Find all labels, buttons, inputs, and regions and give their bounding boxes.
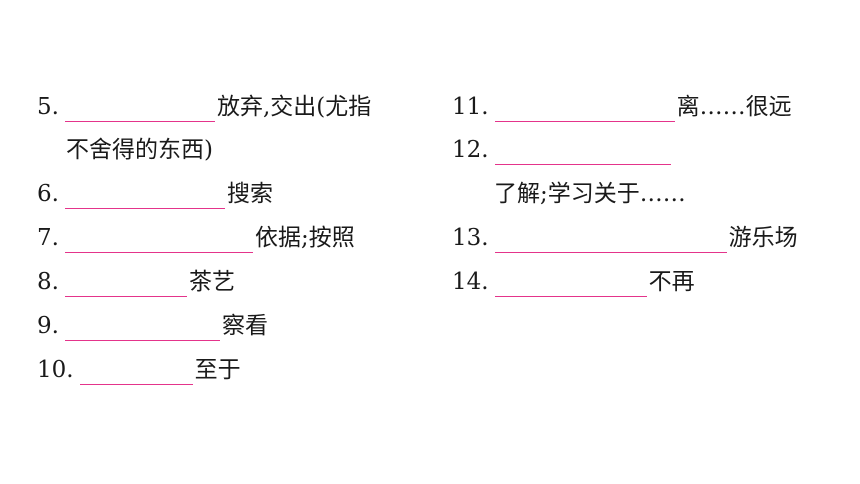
item-11: 11. 离……很远 — [452, 92, 792, 122]
item-meaning: 放弃,交出(尤指 — [216, 94, 372, 120]
answer-blank[interactable] — [494, 138, 671, 165]
item-number: 14. — [452, 269, 489, 295]
item-number: 5. — [37, 94, 59, 120]
item-meaning: 茶艺 — [188, 269, 235, 295]
item-number: 6. — [37, 181, 59, 207]
item-meaning: 至于 — [194, 357, 241, 383]
item-number: 11. — [452, 94, 489, 120]
item-6: 6. 搜索 — [37, 179, 273, 209]
item-9: 9. 察看 — [37, 311, 268, 341]
item-meaning: 游乐场 — [728, 225, 798, 251]
item-number: 9. — [37, 313, 59, 339]
item-number: 12. — [452, 137, 489, 163]
item-meaning: 依据;按照 — [254, 225, 355, 251]
answer-blank[interactable] — [64, 314, 220, 341]
answer-blank[interactable] — [494, 95, 675, 122]
item-10: 10. 至于 — [37, 355, 241, 385]
answer-blank[interactable] — [64, 95, 215, 122]
answer-blank[interactable] — [64, 182, 225, 209]
item-5-continued: 不舍得的东西) — [66, 135, 213, 165]
answer-blank[interactable] — [494, 270, 647, 297]
item-8: 8. 茶艺 — [37, 267, 235, 297]
item-14: 14. 不再 — [452, 267, 695, 297]
answer-blank[interactable] — [79, 358, 193, 385]
item-12-continued: 了解;学习关于…… — [494, 179, 686, 209]
item-meaning: 察看 — [221, 313, 268, 339]
item-12: 12. — [452, 135, 673, 165]
item-meaning: 离……很远 — [676, 94, 792, 120]
answer-blank[interactable] — [64, 226, 253, 253]
item-7: 7. 依据;按照 — [37, 223, 355, 253]
item-number: 10. — [37, 357, 74, 383]
item-number: 7. — [37, 225, 59, 251]
item-13: 13. 游乐场 — [452, 223, 798, 253]
answer-blank[interactable] — [64, 270, 187, 297]
item-5: 5. 放弃,交出(尤指 — [37, 92, 371, 122]
item-number: 8. — [37, 269, 59, 295]
item-meaning-continued: 不舍得的东西) — [66, 137, 213, 163]
answer-blank[interactable] — [494, 226, 727, 253]
item-meaning: 搜索 — [226, 181, 273, 207]
item-number: 13. — [452, 225, 489, 251]
item-meaning: 不再 — [648, 269, 695, 295]
item-meaning-continued: 了解;学习关于…… — [494, 181, 686, 207]
